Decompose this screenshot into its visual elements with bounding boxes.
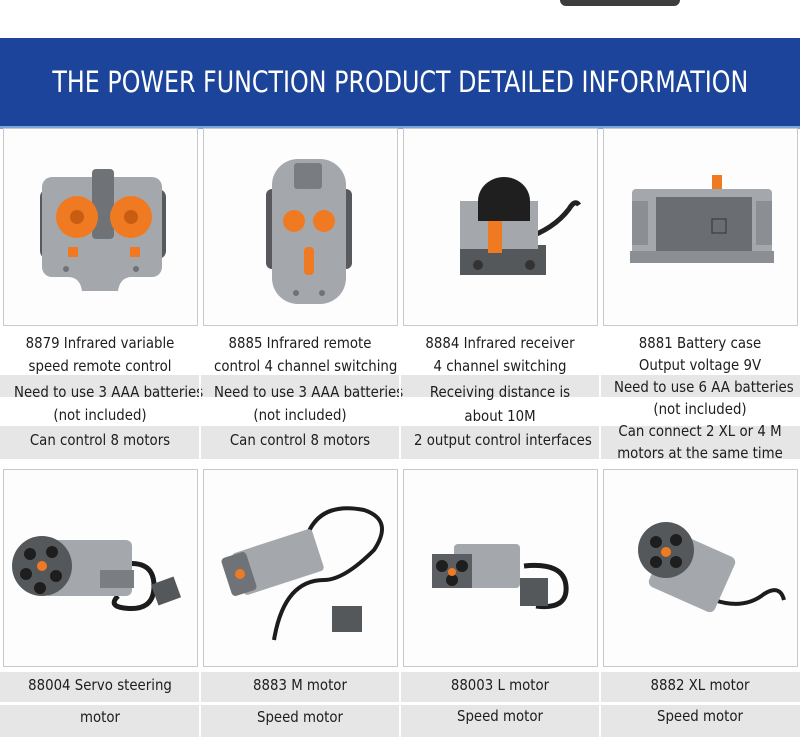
column-divider bbox=[399, 326, 401, 462]
spec-line: 88004 Servo steering bbox=[28, 676, 172, 694]
battery-case-image bbox=[603, 128, 798, 326]
spec-line: motors at the same time bbox=[617, 444, 783, 462]
spec-line: 8884 Infrared receiver bbox=[425, 334, 575, 352]
column-divider bbox=[399, 668, 401, 737]
title-banner: THE POWER FUNCTION PRODUCT DETAILED INFO… bbox=[0, 38, 800, 129]
spec-line: Can control 8 motors bbox=[29, 431, 171, 449]
xl-motor-image bbox=[603, 469, 798, 667]
spec-line: 8879 Infrared variable bbox=[25, 334, 175, 352]
spec-line: Can control 8 motors bbox=[229, 431, 371, 449]
spec-line: Receiving distance is bbox=[429, 383, 571, 401]
spec-line: Output voltage 9V bbox=[638, 356, 762, 374]
column-divider bbox=[199, 668, 201, 737]
spec-line: (not included) bbox=[253, 406, 347, 424]
spec-line: Speed motor bbox=[456, 707, 544, 725]
ir-receiver-image bbox=[403, 128, 598, 326]
m-motor-image bbox=[203, 469, 398, 667]
spec-line: 2 output control interfaces bbox=[414, 431, 592, 449]
column-divider bbox=[199, 326, 201, 462]
ir-remote-image bbox=[203, 128, 398, 326]
l-motor-image bbox=[403, 469, 598, 667]
spec-line: about 10M bbox=[464, 407, 536, 425]
spec-line: 88003 L motor bbox=[450, 676, 550, 694]
spec-line: 8881 Battery case bbox=[638, 334, 762, 352]
spec-line: Can connect 2 XL or 4 M bbox=[618, 422, 782, 440]
ir-speed-remote-image bbox=[3, 128, 198, 326]
spec-line: Need to use 3 AAA batteries bbox=[14, 383, 204, 401]
spec-line: Speed motor bbox=[656, 707, 744, 725]
servo-motor-image bbox=[3, 469, 198, 667]
spec-line: Need to use 3 AAA batteries bbox=[214, 383, 404, 401]
banner-title: THE POWER FUNCTION PRODUCT DETAILED INFO… bbox=[52, 65, 748, 99]
spec-line: 8885 Infrared remote bbox=[228, 334, 372, 352]
spec-line: Need to use 6 AA batteries bbox=[614, 378, 794, 396]
spec-line: (not included) bbox=[53, 406, 147, 424]
spec-line: speed remote control bbox=[28, 357, 172, 375]
column-divider bbox=[599, 326, 601, 462]
spec-line: 4 channel switching bbox=[433, 357, 567, 375]
previous-image-edge bbox=[560, 0, 680, 6]
spec-line: 8883 M motor bbox=[253, 676, 347, 694]
spec-line: Speed motor bbox=[256, 708, 344, 726]
top-strip bbox=[0, 0, 800, 38]
column-divider bbox=[599, 668, 601, 737]
spec-line: (not included) bbox=[653, 400, 747, 418]
spec-line: 8882 XL motor bbox=[650, 676, 750, 694]
spec-line: motor bbox=[79, 708, 120, 726]
spec-line: control 4 channel switching bbox=[214, 357, 398, 375]
